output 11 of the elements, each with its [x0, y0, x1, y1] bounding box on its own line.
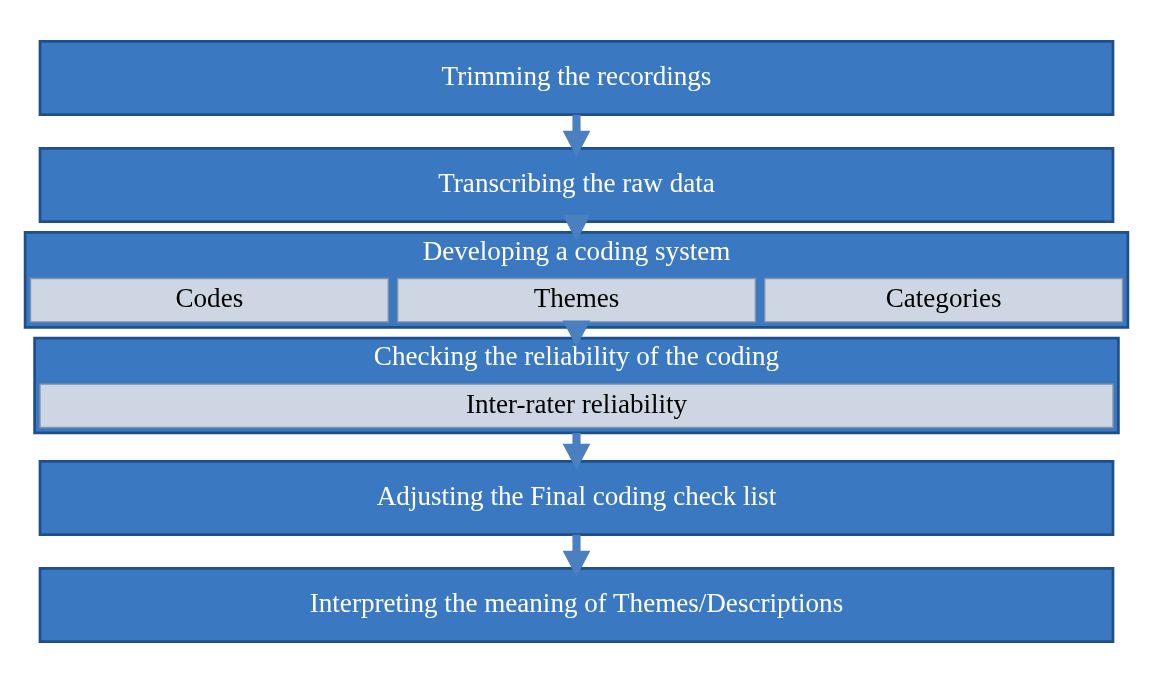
- node-box: Categories: [764, 277, 1124, 323]
- node-box: Trimming the recordings: [38, 39, 1115, 116]
- node-box: Inter-rater reliability: [39, 383, 1114, 428]
- arrow: [562, 214, 591, 241]
- node-box: Themes: [397, 277, 756, 323]
- arrow: [562, 114, 591, 157]
- node-box: Adjusting the Final coding check list: [38, 459, 1115, 536]
- arrow: [562, 320, 591, 347]
- arrow: [562, 534, 591, 577]
- node-box: Codes: [29, 277, 389, 323]
- node-box: Interpreting the meaning of Themes/Descriptions: [38, 566, 1115, 643]
